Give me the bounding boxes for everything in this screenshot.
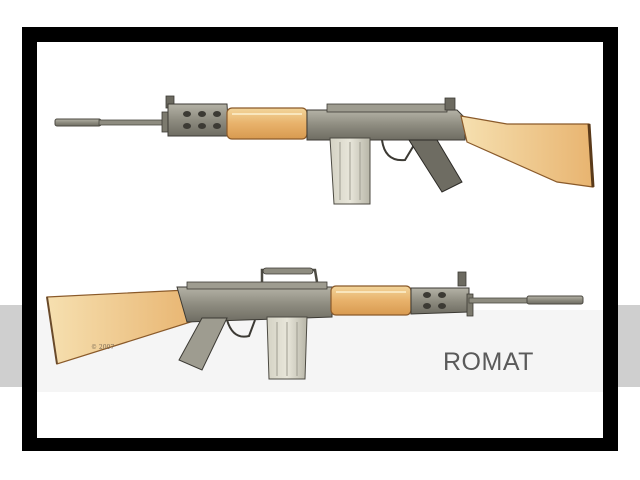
- artist-signature: © 2007: [91, 344, 115, 351]
- rifle-top-stock: [460, 115, 594, 188]
- rifle-top-barrel: [98, 119, 170, 126]
- rifle-illustration: [46, 95, 595, 380]
- rifle-top-handguard-metal: [167, 103, 230, 137]
- caption-text: ROMAT: [443, 348, 534, 376]
- rifle-bottom-receiver: [176, 286, 333, 323]
- right-edge-band: [618, 305, 640, 387]
- rifle-bottom-stock: [46, 289, 198, 365]
- rifle-bottom: [46, 267, 584, 380]
- rifle-bottom-grip: [178, 317, 228, 371]
- rifle-top: [54, 95, 595, 205]
- rifle-bottom-handguard-metal: [410, 287, 470, 315]
- drawing-canvas: © 2007 ROMAT: [37, 42, 603, 438]
- rifle-top-handguard-wood: [226, 107, 308, 140]
- rifle-top-receiver: [306, 109, 466, 141]
- rifle-bottom-handguard-wood: [330, 285, 412, 316]
- rifle-top-muzzle: [54, 118, 102, 127]
- rifle-top-grip: [408, 139, 463, 193]
- rifle-bottom-trigger-guard: [226, 319, 256, 338]
- rifle-bottom-muzzle: [526, 295, 584, 305]
- rifle-bottom-barrel: [468, 297, 530, 304]
- left-edge-band: [0, 305, 22, 387]
- rifle-top-trigger-guard: [381, 139, 418, 162]
